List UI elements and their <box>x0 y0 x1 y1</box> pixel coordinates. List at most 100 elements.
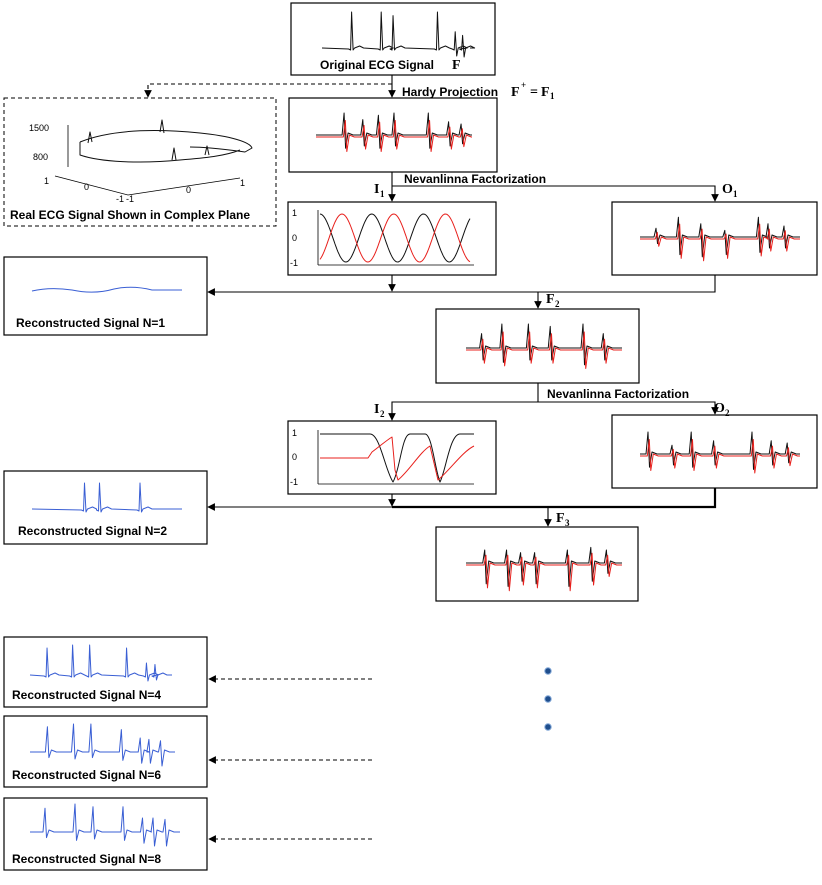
label-f2-sub: 2 <box>555 299 560 309</box>
i2-axis-ticks: 1 0 -1 <box>290 428 298 487</box>
tick-x-1: 1 <box>44 176 49 186</box>
original-ecg-trace <box>321 11 476 58</box>
recon-n8-box: Reconstructed Signal N=8 <box>3 797 208 871</box>
o2-plot <box>640 431 800 474</box>
label-f2: F 2 <box>546 292 560 309</box>
i1-axis-ticks: 1 0 -1 <box>290 208 298 268</box>
i2-tick-top: 1 <box>292 428 297 438</box>
f1-black-trace <box>316 112 472 149</box>
recon-n6-box: Reconstructed Signal N=6 <box>3 715 208 788</box>
arrow-to-i2 <box>388 383 539 421</box>
caption-nevanlinna-2: Nevanlinna Factorization <box>547 387 689 401</box>
label-i2-letter: I <box>374 402 379 417</box>
f2-box <box>435 308 640 384</box>
caption-recon-n2: Reconstructed Signal N=2 <box>18 524 167 538</box>
tick-z-1500: 1500 <box>29 123 49 133</box>
i1-tick-top: 1 <box>292 208 297 218</box>
o2-black-trace <box>640 431 800 470</box>
caption-recon-n1: Reconstructed Signal N=1 <box>16 316 165 330</box>
f1-box <box>288 97 498 173</box>
recon-n2-box: Reconstructed Signal N=2 <box>3 470 208 545</box>
caption-hardy: Hardy Projection <box>402 85 498 99</box>
label-o1-letter: O <box>722 182 733 197</box>
label-i1-sub: 1 <box>380 189 385 199</box>
symbol-f: F <box>452 58 461 73</box>
recon-n6-trace <box>30 723 175 767</box>
recon-n8-plot <box>30 803 180 847</box>
f2-red-trace <box>466 331 622 369</box>
original-ecg-plot <box>321 11 476 58</box>
f2-plot <box>466 323 622 369</box>
f3-box <box>435 526 639 602</box>
ellipsis-dot-3 <box>544 723 552 731</box>
recon-n1-box: Reconstructed Signal N=1 <box>3 256 208 336</box>
hardy-sup: + <box>521 80 526 90</box>
f3-plot <box>466 546 622 592</box>
label-i2: I 2 <box>374 402 385 419</box>
recon-n4-plot <box>29 644 172 682</box>
recon-n8-trace <box>30 803 180 847</box>
caption-recon-n6: Reconstructed Signal N=6 <box>12 768 161 782</box>
line-o1-join <box>392 275 716 293</box>
label-f3-letter: F <box>556 511 565 526</box>
line-o2-join <box>392 488 717 509</box>
connectors <box>144 75 719 843</box>
recon-n6-plot <box>30 723 175 767</box>
label-i1: I 1 <box>374 182 385 199</box>
i2-red-phase <box>320 436 475 481</box>
recon-n4-box: Reconstructed Signal N=4 <box>3 636 208 708</box>
recon-n1-plot <box>31 286 182 293</box>
label-i2-sub: 2 <box>380 409 385 419</box>
i1-red-phase <box>319 213 471 263</box>
i2-black-phase <box>320 433 474 483</box>
arrow-to-complex-plane <box>144 83 392 98</box>
i2-tick-mid: 0 <box>292 452 297 462</box>
label-f3-sub: 3 <box>565 518 570 528</box>
arrow-to-o2 <box>538 401 719 415</box>
hardy-label: Hardy Projection F + = F 1 <box>402 80 555 101</box>
complex-plane-plot <box>79 119 253 163</box>
f2-black-trace <box>466 323 622 366</box>
ellipsis-dots <box>544 667 552 731</box>
caption-original: Original ECG Signal <box>320 58 434 72</box>
recon-n4-trace <box>29 644 172 682</box>
i1-black-phase <box>319 213 471 263</box>
label-o1: O 1 <box>722 182 738 199</box>
hardy-eq: = <box>530 85 538 100</box>
hardy-rhs-sub: 1 <box>550 91 555 101</box>
f3-red-trace <box>466 552 622 592</box>
complex-plane-ring-bottom <box>79 142 241 163</box>
i1-tick-bot: -1 <box>290 258 298 268</box>
label-f3: F 3 <box>556 511 570 528</box>
tick-x-m1: -1 <box>116 194 124 204</box>
original-ecg-box: Original ECG Signal F <box>290 2 496 76</box>
label-o1-sub: 1 <box>733 189 738 199</box>
f1-red-trace <box>316 120 472 153</box>
complex-plane-box: Real ECG Signal Shown in Complex Plane <box>3 97 277 227</box>
hardy-lhs: F <box>511 85 520 100</box>
o1-red-trace <box>640 223 800 262</box>
i2-tick-bot: -1 <box>290 477 298 487</box>
tick-x-0: 0 <box>84 182 89 192</box>
i1-phase-plot <box>317 210 474 266</box>
tick-y-m1: -1 <box>126 194 134 204</box>
tick-y-1: 1 <box>240 178 245 188</box>
i1-tick-mid: 0 <box>292 233 297 243</box>
complex-plane-axes: 1500 800 1 0 -1 -1 0 1 <box>29 123 245 204</box>
hardy-rhs: F <box>541 85 550 100</box>
caption-recon-n4: Reconstructed Signal N=4 <box>12 688 161 702</box>
i2-box <box>287 420 497 495</box>
ellipsis-dot-1 <box>544 667 552 675</box>
caption-nevanlinna-1: Nevanlinna Factorization <box>404 172 546 186</box>
complex-plane-ring-top <box>79 129 253 153</box>
f3-black-trace <box>466 546 622 587</box>
complex-plane-spikes <box>87 119 210 161</box>
tick-z-800: 800 <box>33 152 48 162</box>
f1-plot <box>316 112 472 153</box>
label-o2: O 2 <box>714 401 730 418</box>
o2-red-trace <box>640 439 800 474</box>
tick-y-0: 0 <box>186 185 191 195</box>
label-o2-sub: 2 <box>725 408 730 418</box>
arrow-to-o1 <box>392 185 719 202</box>
